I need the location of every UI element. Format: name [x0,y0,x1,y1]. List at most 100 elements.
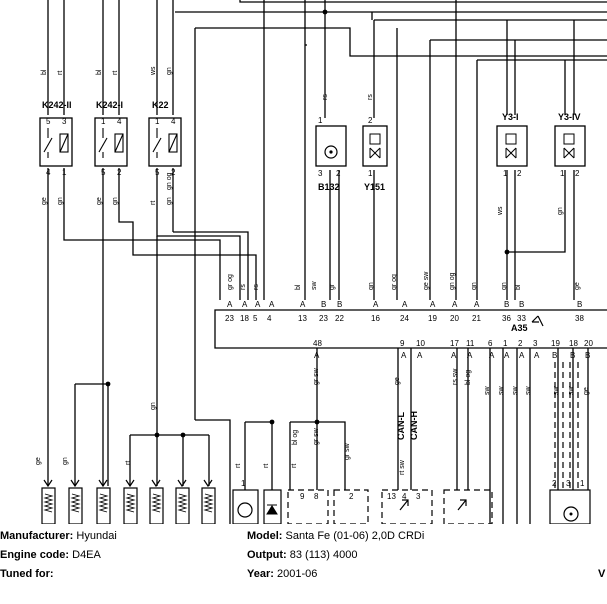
wire-color-label: gn [166,197,173,205]
ecu-bottom-pin-letter: A [489,351,495,360]
wire-color-label: gn og [449,272,456,290]
wire-color-label: bl [96,69,103,75]
wire-color-label: rs [322,94,329,100]
connector-pin: 13 [387,492,396,501]
corner-mark: V [598,568,606,580]
ecu-top-pin: 13 [298,314,307,323]
ecu-top-pin-letter: A [255,300,261,309]
sensor-pin: 3 [318,169,323,178]
ecu-top-pin: 24 [400,314,409,323]
year-label: Year: [247,568,274,580]
wire-color-label: gr og [227,274,234,290]
connector-pin: 3 [566,479,571,488]
motor-pin: 1 [241,479,246,488]
wire-color-label: rt [235,464,242,468]
tuned-row: Tuned for: [0,568,54,580]
ecu-bottom-pin-letter: B [570,351,575,360]
ecu-top-pin-letter: A [227,300,233,309]
connector-pin: 9 [300,492,305,501]
ecu-top-pin: 23 [225,314,234,323]
wire-color-label: sw [553,386,560,396]
ecu-top-pin-letter: A [269,300,275,309]
wire-color-label: rt [112,71,119,75]
ecu-top-pin: 19 [428,314,437,323]
valve-y151-label: Y151 [364,182,385,192]
ecu-top-pin: 20 [450,314,459,323]
wire-color-label: gn [166,67,173,75]
injector-pin: 2 [517,169,522,178]
wire-color-label: bl og [465,370,472,385]
year-row: Year: 2001-06 [247,568,317,580]
ecu-bottom-pin-letter: A [401,351,407,360]
wire-color-label: gr [329,283,336,290]
ecu-top-pin: 16 [371,314,380,323]
valve-pin: 1 [368,169,373,178]
connector-pin: 4 [402,492,407,501]
wire-color-label: ge [96,197,103,205]
relay-pin: 5 [155,168,160,177]
relay-pin: 5 [101,168,106,177]
ecu-top-pin-letter: A [373,300,379,309]
wire-color-label: gn [62,457,69,465]
can-h-label: CAN-H [409,411,419,440]
engine-row: Engine code: D4EA [0,549,101,561]
ecu-top-pin-letter: B [577,300,582,309]
ecu-bottom-pin-letter: A [519,351,525,360]
ecu-bottom-pin-letter: B [585,351,590,360]
sensor-b132-label: B132 [318,182,340,192]
ecu-bottom-pin: 11 [466,339,475,348]
wire-color-label: ws [497,206,504,216]
output-row: Output: 83 (113) 4000 [247,549,357,561]
injector-y3-iv-label: Y3-IV [558,112,581,122]
wire-color-label: gr og [391,274,398,290]
ecu-top-pin-letter: B [321,300,326,309]
ecu-bottom-pin: 10 [416,339,425,348]
ecu-bottom-pin-letter: A [467,351,473,360]
ecu-bottom-pin-letter: A [451,351,457,360]
ecu-bottom-pin: 17 [450,339,459,348]
wire-color-label: gn [150,402,157,410]
wire-color-label: sw [484,386,491,396]
ecu-bottom-pin: 48 [313,339,322,348]
connector-pin: 2 [349,492,354,501]
wire-color-label: rt [57,71,64,75]
output-value: 83 (113) 4000 [289,549,358,561]
model-value: Santa Fe (01-06) 2,0D CRDi [285,530,425,542]
wire-color-label: bl [295,284,302,290]
connector-pin: 8 [314,492,319,501]
injector-y3-i-label: Y3-I [502,112,519,122]
wire-color-label: gn [557,207,564,215]
wire-color-label: ge [41,197,48,205]
ecu-top-pin-letter: A [242,300,248,309]
ecu-top-pin-letter: A [402,300,408,309]
model-label: Model: [247,530,283,542]
injector-pin: 1 [560,169,565,178]
model-row: Model: Santa Fe (01-06) 2,0D CRDi [247,530,424,542]
wire-color-label: rt [263,464,270,468]
ecu-bottom-pin: 18 [569,339,578,348]
injector-pin: 2 [575,169,580,178]
ecu-top-pin: 36 [502,314,511,323]
wire-color-label: gn og [166,172,173,190]
relay-pin: 1 [101,117,106,126]
relay-pin: 1 [62,168,67,177]
wire-color-label: gn [471,282,478,290]
injector-pin: 1 [503,169,508,178]
wire-color-label: bl og [292,430,299,445]
valve-pin: 2 [368,116,373,125]
wire-color-label: sw [525,386,532,396]
wire-color-label: bl [515,284,522,290]
ecu-top-pin-letter: A [300,300,306,309]
engine-value: D4EA [72,549,101,561]
ecu-top-pin-letter: B [337,300,342,309]
ecu-ground-icon [531,315,544,327]
connector-pin: 1 [580,479,585,488]
relay-pin: 2 [117,168,122,177]
relay-pin: 3 [62,117,67,126]
wire-color-label: rt [150,201,157,205]
wire-color-label: ge [574,282,581,290]
ecu-bottom-pin: 2 [518,339,523,348]
relay-pin: 4 [171,117,176,126]
manufacturer-label: Manufacturer: [0,530,74,542]
wire-color-label: ge sw [423,271,430,290]
